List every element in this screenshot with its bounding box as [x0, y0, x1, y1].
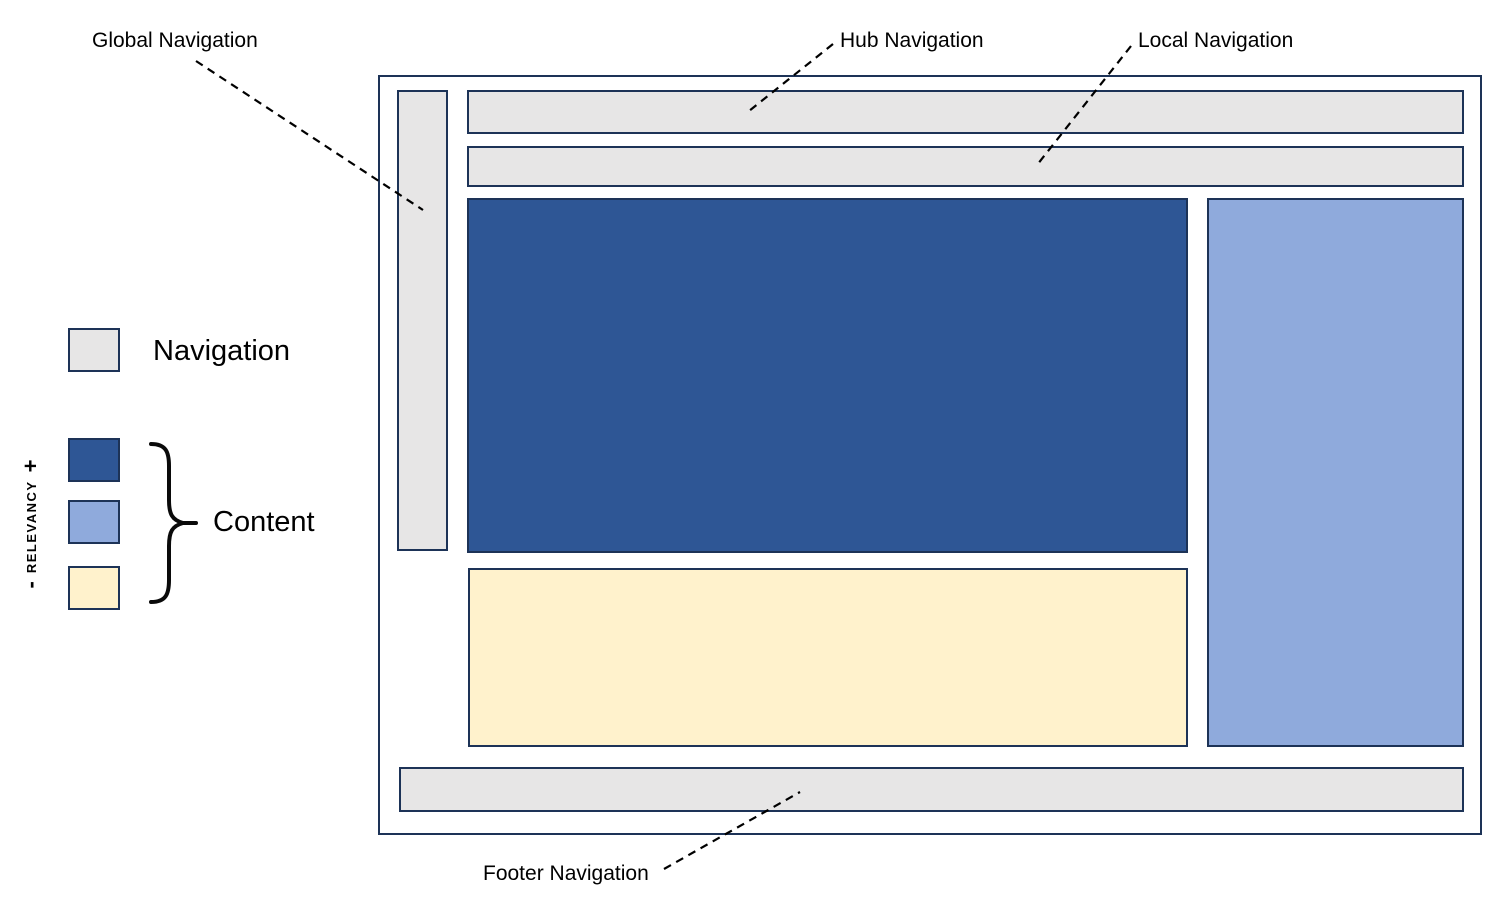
legend-label-content: Content	[213, 506, 315, 538]
relevancy-axis-label: RELEVANCY	[23, 480, 39, 574]
legend-swatch-content-low	[68, 566, 120, 610]
local-nav-region	[467, 146, 1464, 187]
legend-swatch-navigation	[68, 328, 120, 372]
local-nav-label: Local Navigation	[1138, 29, 1294, 52]
global-nav-label: Global Navigation	[92, 29, 258, 52]
main-content-region	[467, 198, 1188, 553]
legend-swatch-content-high	[68, 438, 120, 482]
hub-nav-region	[467, 90, 1464, 134]
footer-nav-label: Footer Navigation	[483, 862, 649, 885]
footer-nav-region	[399, 767, 1464, 812]
secondary-content-region	[468, 568, 1188, 747]
hub-nav-label: Hub Navigation	[840, 29, 984, 52]
content-brace	[149, 442, 198, 604]
relevancy-axis: - RELEVANCY +	[18, 439, 43, 609]
legend-swatch-content-medium	[68, 500, 120, 544]
global-nav-region	[397, 90, 448, 551]
legend-label-navigation: Navigation	[153, 335, 291, 367]
relevancy-plus-sign: +	[18, 459, 43, 473]
aside-content-region	[1207, 198, 1464, 747]
relevancy-minus-sign: -	[18, 581, 43, 589]
